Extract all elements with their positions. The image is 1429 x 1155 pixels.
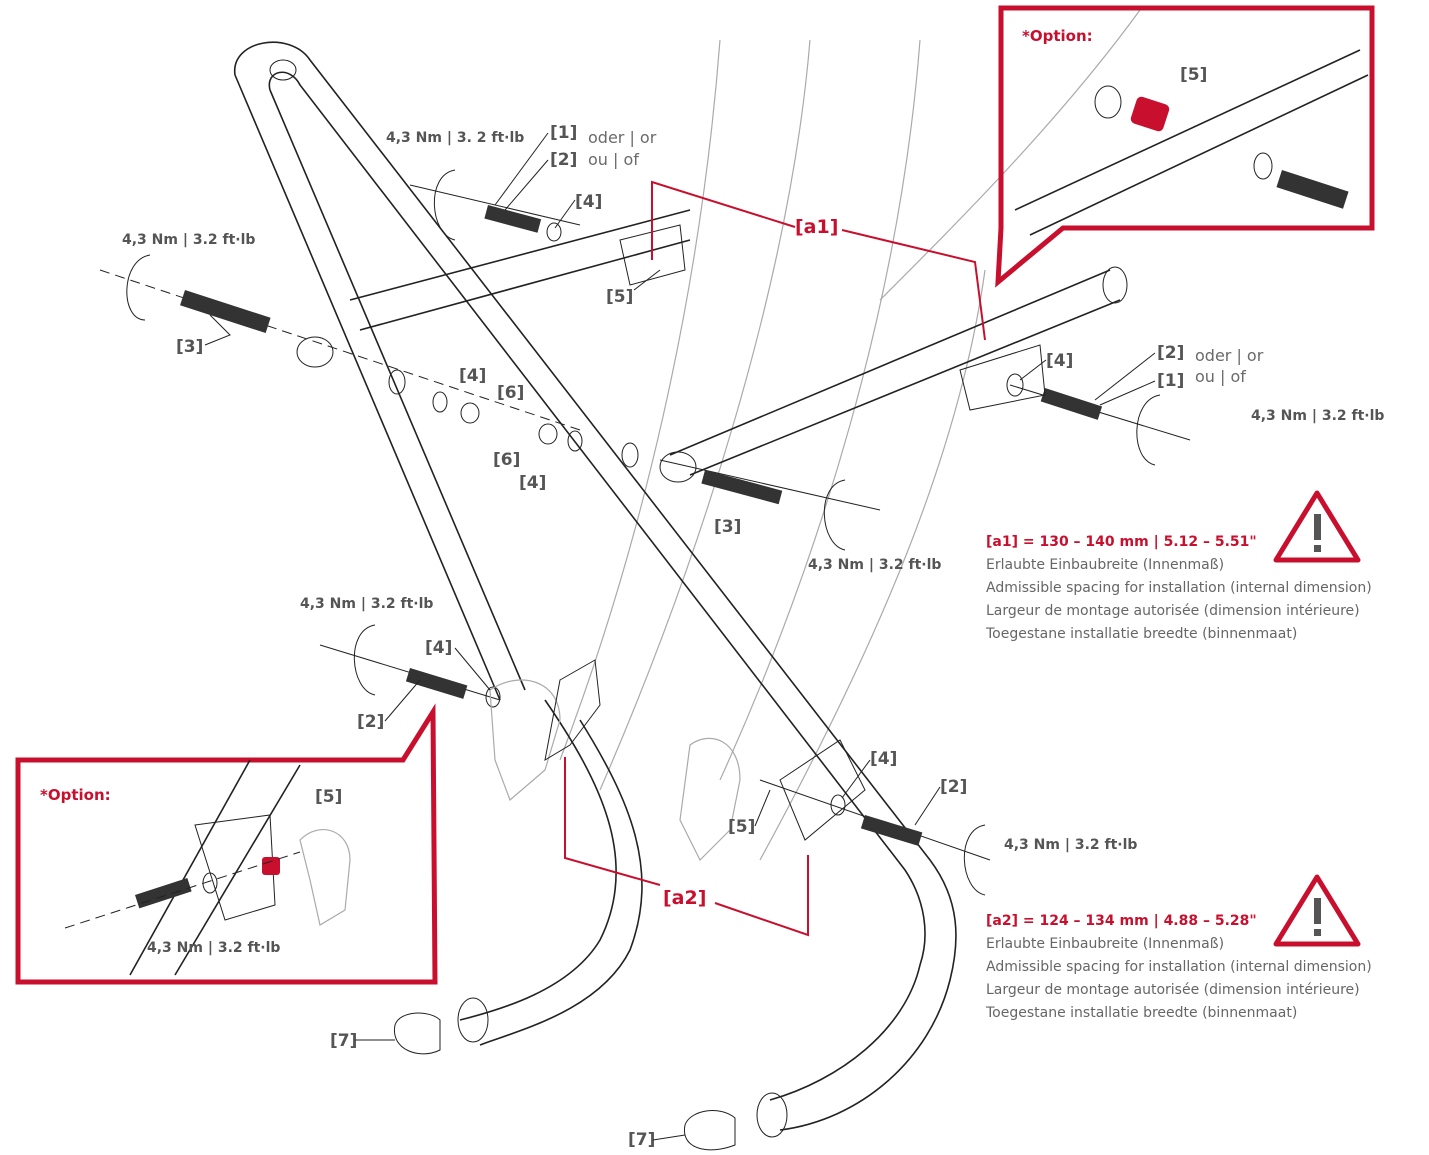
spec-block-a1: [a1] = 130 – 140 mm | 5.12 – 5.51" Erlau… (985, 534, 1372, 642)
part-label-4: [4] (519, 473, 546, 493)
option-label-top: *Option: (1022, 27, 1093, 45)
bolt-2-left (405, 668, 468, 699)
torque-label: 4,3 Nm | 3.2 ft·lb (808, 557, 941, 573)
option-inset-bottom: *Option: [5] 4,3 Nm | 3.2 ft·lb (15, 703, 438, 985)
spec-line: Largeur de montage autorisée (dimension … (986, 603, 1360, 619)
alternative-text: oder | or (588, 128, 657, 147)
dimension-label-a2: [a2] (663, 887, 706, 909)
spec-line: Toegestane installatie breedte (binnenma… (985, 1005, 1297, 1021)
spec-title: [a1] = 130 – 140 mm | 5.12 – 5.51" (986, 534, 1257, 550)
torque-labels: 4,3 Nm | 3. 2 ft·lb 4,3 Nm | 3.2 ft·lb 4… (122, 130, 1384, 853)
rotation-arrow-icon (126, 169, 1161, 896)
leader-lines (204, 132, 1156, 1141)
upper-frame-tube (234, 41, 957, 1131)
bolt-1-2-right (1040, 388, 1103, 420)
spec-line: Erlaubte Einbaubreite (Innenmaß) (986, 557, 1224, 573)
part-label-5-inset: [5] (1180, 65, 1207, 85)
spec-line: Largeur de montage autorisée (dimension … (986, 982, 1360, 998)
part-label-4: [4] (425, 638, 452, 658)
part-label-6: [6] (493, 450, 520, 470)
torque-label: 4,3 Nm | 3. 2 ft·lb (386, 130, 524, 146)
warning-triangle-icon (1273, 490, 1361, 563)
bolt-3-right (701, 470, 783, 505)
alternative-text: ou | of (1195, 367, 1246, 386)
spec-line: Toegestane installatie breedte (binnenma… (985, 626, 1297, 642)
alternative-text: oder | or (1195, 346, 1264, 365)
part-label-7: [7] (628, 1130, 655, 1150)
option-label-bottom: *Option: (40, 786, 111, 804)
spacer-red (1130, 96, 1170, 132)
bolt-1-2-top (484, 205, 542, 233)
torque-label: 4,3 Nm | 3.2 ft·lb (1004, 837, 1137, 853)
alternative-text: ou | of (588, 150, 639, 169)
part-label-2: [2] (357, 712, 384, 732)
part-label-4: [4] (459, 366, 486, 386)
bolt-3-left (180, 290, 271, 334)
torque-label: 4,3 Nm | 3.2 ft·lb (1251, 408, 1384, 424)
brackets (489, 224, 1046, 862)
bolts (180, 205, 1103, 846)
dimension-a1-bracket (651, 180, 986, 341)
dimension-label-a1: [a1] (795, 216, 838, 238)
spacer-red-bottom (262, 857, 280, 875)
spec-title: [a2] = 124 – 134 mm | 4.88 – 5.28" (986, 913, 1257, 929)
torque-label: 4,3 Nm | 3.2 ft·lb (122, 232, 255, 248)
part-label-3: [3] (714, 517, 741, 537)
part-label-4: [4] (575, 192, 602, 212)
part-label-3: [3] (176, 337, 203, 357)
lower-frame-tube (457, 699, 788, 1138)
part-label-1: [1] (1157, 371, 1184, 391)
spec-block-a2: [a2] = 124 – 134 mm | 4.88 – 5.28" Erlau… (985, 913, 1372, 1021)
part-label-5-inset-bottom: [5] (315, 787, 342, 807)
part-label-2: [2] (940, 777, 967, 797)
warning-triangle-icon (1273, 874, 1361, 947)
part-label-5: [5] (728, 817, 755, 837)
part-label-4: [4] (1046, 351, 1073, 371)
part-label-4: [4] (870, 749, 897, 769)
part-label-1: [1] (550, 123, 577, 143)
bolt-2-right (860, 815, 923, 846)
part-labels: [1] [2] oder | or ou | of [4] [3] [5] [4… (176, 123, 1264, 1150)
spec-line: Admissible spacing for installation (int… (986, 580, 1372, 596)
torque-label-inset: 4,3 Nm | 3.2 ft·lb (147, 940, 280, 956)
spec-line: Admissible spacing for installation (int… (986, 959, 1372, 975)
part-label-5: [5] (606, 287, 633, 307)
part-label-2: [2] (550, 150, 577, 170)
spec-line: Erlaubte Einbaubreite (Innenmaß) (986, 936, 1224, 952)
cross-bars (296, 209, 1128, 483)
part-label-7: [7] (330, 1031, 357, 1051)
part-label-6: [6] (497, 383, 524, 403)
end-caps (394, 1012, 736, 1151)
part-label-2: [2] (1157, 343, 1184, 363)
wheel-outline (559, 9, 1141, 861)
dimension-a2-bracket (564, 757, 809, 937)
washers-nuts (388, 222, 1024, 816)
torque-label: 4,3 Nm | 3.2 ft·lb (300, 596, 433, 612)
option-inset-top: *Option: [5] (995, 5, 1375, 288)
